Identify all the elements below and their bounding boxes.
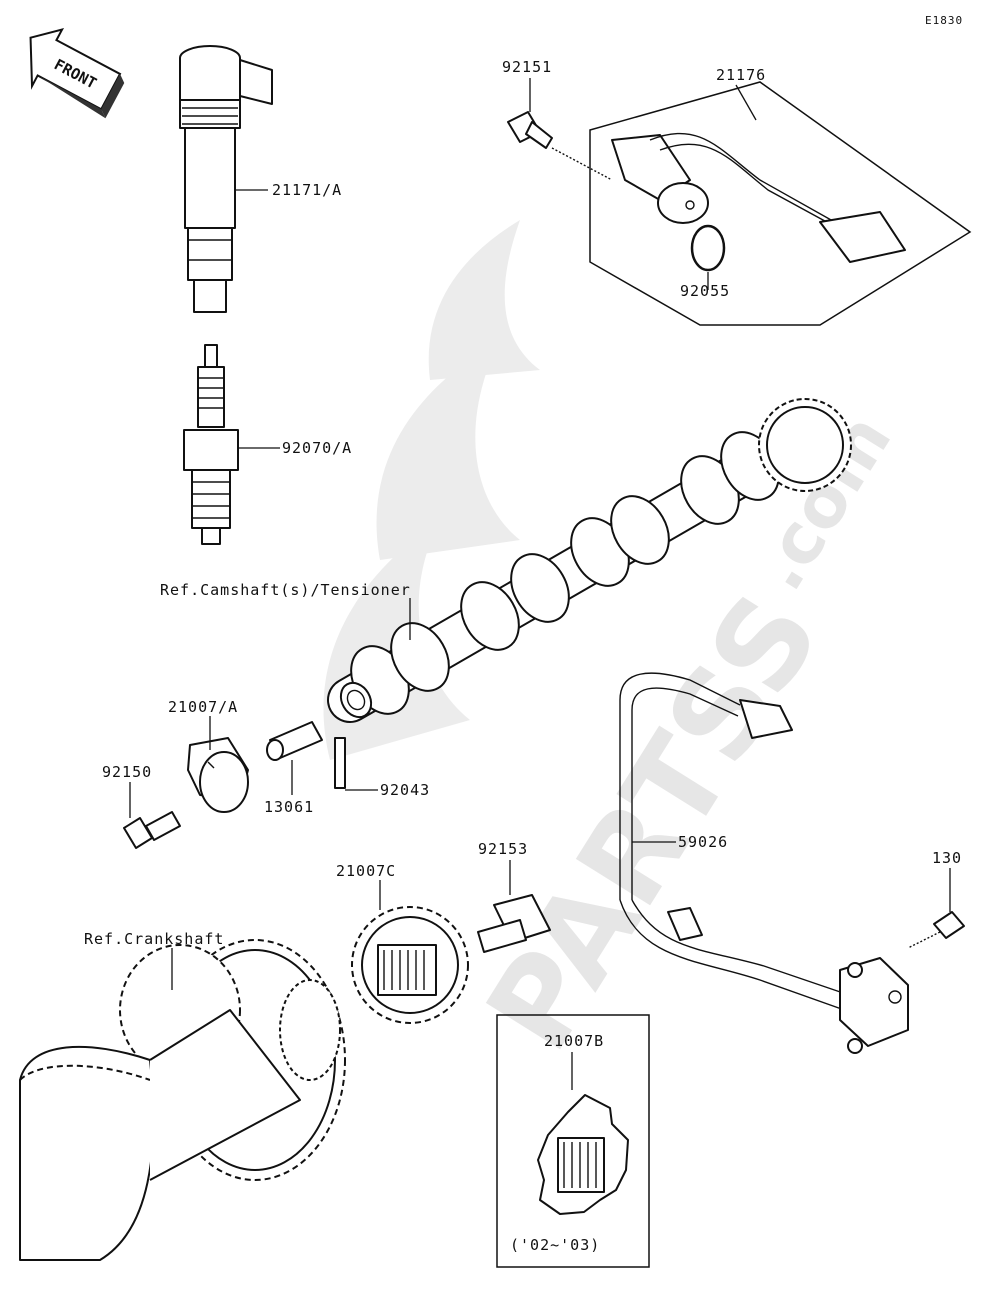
label-21007a: 21007/A bbox=[168, 698, 238, 716]
label-92055: 92055 bbox=[680, 282, 730, 300]
inset-21007b-frame bbox=[496, 1014, 650, 1268]
label-92070a: 92070/A bbox=[282, 439, 352, 457]
label-year-range: ('02~'03) bbox=[510, 1236, 600, 1254]
diagram-code: E1830 bbox=[925, 14, 963, 27]
bolt-92153 bbox=[477, 894, 551, 953]
front-arrow-icon: FRONT bbox=[29, 28, 125, 119]
timing-rotor bbox=[187, 737, 249, 813]
spark-plug bbox=[183, 344, 239, 545]
sensor-kit-outline bbox=[589, 81, 972, 326]
label-21007c: 21007C bbox=[336, 862, 396, 880]
crankshaft bbox=[19, 939, 346, 1261]
pickup-rotor-21007b bbox=[537, 1094, 629, 1215]
label-ref-camshaft: Ref.Camshaft(s)/Tensioner bbox=[160, 581, 411, 599]
label-13061: 13061 bbox=[264, 798, 314, 816]
bolt-92150 bbox=[123, 811, 181, 849]
label-21171a: 21171/A bbox=[272, 181, 342, 199]
label-21007b: 21007B bbox=[544, 1032, 604, 1050]
label-92151: 92151 bbox=[502, 58, 552, 76]
watermark-text: PARTSS bbox=[461, 571, 847, 1074]
bolt-130 bbox=[907, 911, 965, 949]
ignition-coil bbox=[179, 45, 273, 313]
bolt-92151 bbox=[507, 111, 613, 181]
pin-13061 bbox=[266, 721, 323, 761]
label-ref-crankshaft: Ref.Crankshaft bbox=[84, 930, 224, 948]
cam-sensor bbox=[611, 132, 906, 263]
camshaft bbox=[327, 398, 852, 723]
label-92043: 92043 bbox=[380, 781, 430, 799]
label-92153: 92153 bbox=[478, 840, 528, 858]
dowel-pin bbox=[334, 737, 346, 789]
label-92150: 92150 bbox=[102, 763, 152, 781]
o-ring bbox=[690, 224, 726, 272]
label-21176: 21176 bbox=[716, 66, 766, 84]
label-130: 130 bbox=[932, 849, 962, 867]
label-59026: 59026 bbox=[678, 833, 728, 851]
timing-gear bbox=[351, 906, 469, 1024]
crank-sensor-harness bbox=[619, 672, 909, 1054]
